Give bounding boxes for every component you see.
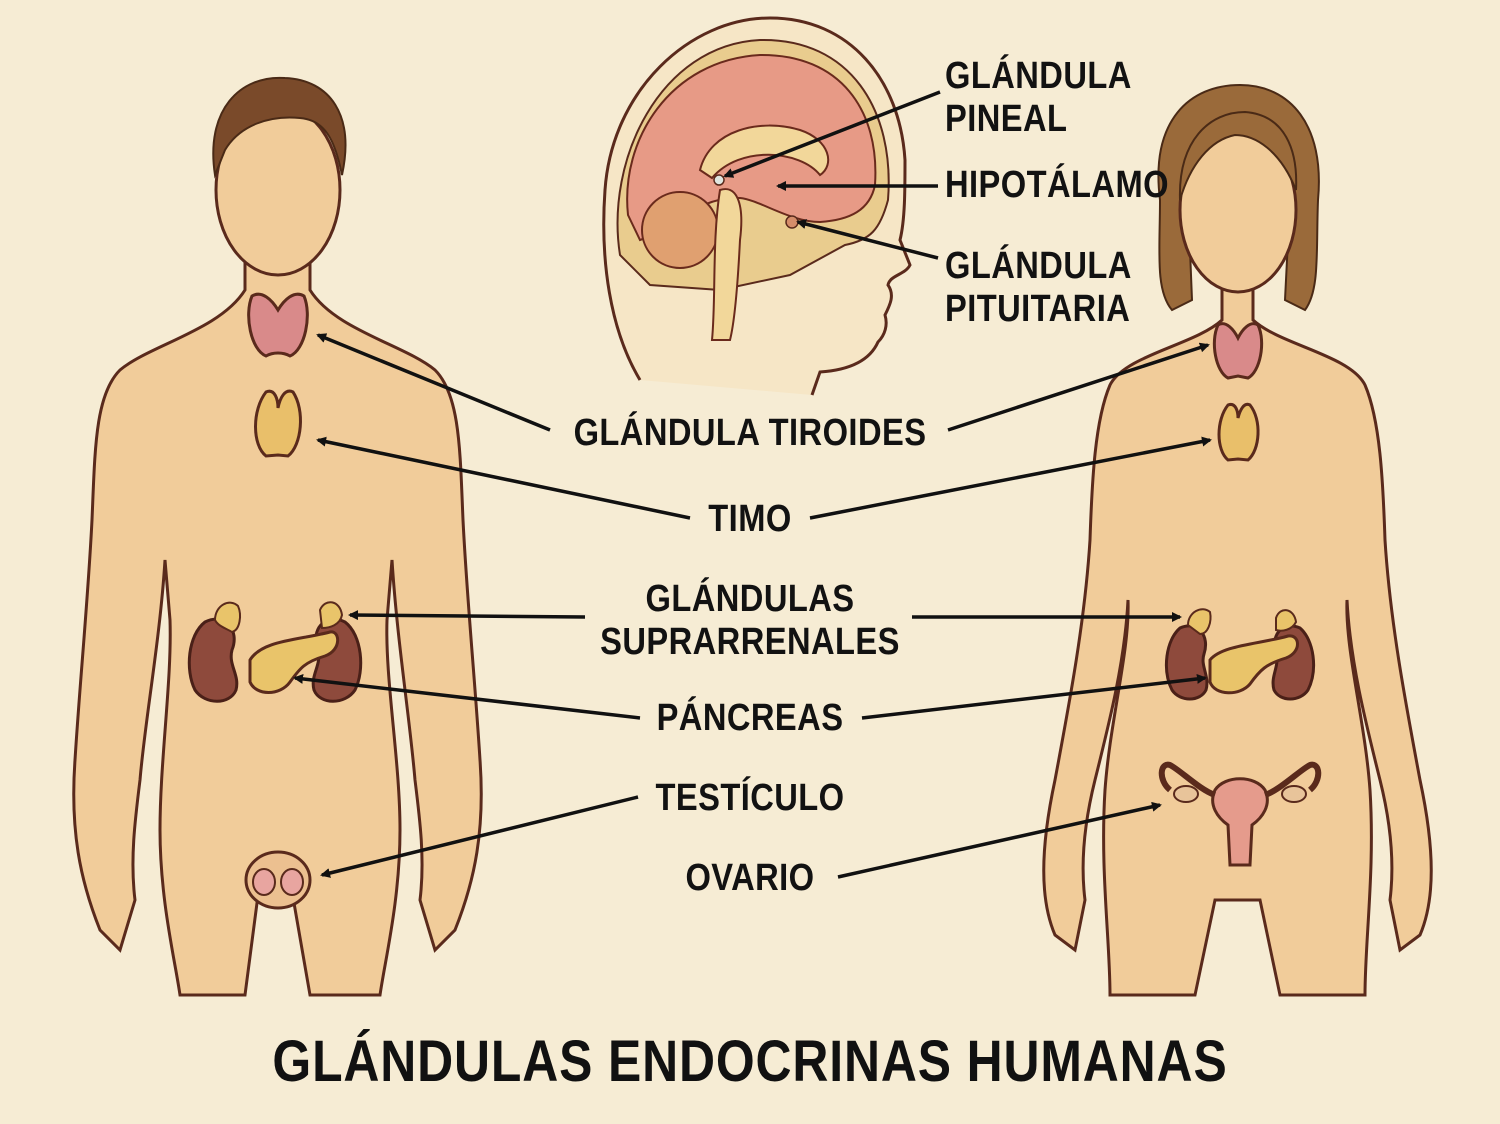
female-fallopian-right <box>1263 761 1322 798</box>
female-ovary-right <box>1281 785 1307 803</box>
female-figure <box>1042 83 1433 997</box>
label-pineal-line1: GLÁNDULA <box>945 55 1132 97</box>
arrow-testicle <box>320 795 639 878</box>
male-hair <box>212 76 347 179</box>
arrow-pancreas-male <box>293 673 641 720</box>
female-kidney-left <box>1165 624 1209 701</box>
label-pineal-line2: PINEAL <box>945 97 1068 140</box>
brain-section-figure <box>602 16 912 396</box>
arrow-pituitary <box>796 219 939 260</box>
label-hypothalamus-text: HIPOTÁLAMO <box>945 164 1169 206</box>
label-thyroid: GLÁNDULA TIROIDES <box>573 412 927 454</box>
label-pineal: GLÁNDULA PINEAL <box>945 55 1132 140</box>
male-adrenal-left <box>213 601 241 634</box>
arrow-thymus-female <box>809 436 1212 520</box>
female-thymus <box>1217 402 1260 462</box>
female-uterus <box>1211 777 1269 867</box>
arrow-thyroid-male <box>316 333 551 432</box>
brainstem <box>710 188 743 341</box>
label-ovary: OVARIO <box>685 857 815 899</box>
arrow-thyroid-female <box>947 342 1210 432</box>
label-pituitary-line2: PITUITARIA <box>945 287 1131 330</box>
pituitary-gland-dot <box>785 215 799 229</box>
male-figure <box>72 76 483 997</box>
male-adrenal-right <box>318 601 344 630</box>
label-adrenal: GLÁNDULAS SUPRARRENALES <box>492 578 1008 663</box>
label-thymus: TIMO <box>708 498 792 540</box>
corpus-callosum <box>698 124 830 180</box>
male-thymus <box>254 389 302 458</box>
label-adrenal-line2: SUPRARRENALES <box>600 620 900 663</box>
label-hypothalamus: HIPOTÁLAMO <box>945 164 1169 207</box>
label-adrenal-line1: GLÁNDULAS <box>645 578 855 620</box>
male-kidney-right <box>311 617 363 703</box>
cerebellum <box>641 191 719 269</box>
arrow-pancreas-female <box>861 673 1207 720</box>
arrow-ovary <box>837 801 1162 879</box>
female-adrenal-right <box>1275 609 1298 632</box>
label-pancreas: PÁNCREAS <box>656 697 844 739</box>
male-thyroid <box>247 292 309 358</box>
female-thyroid <box>1212 322 1264 380</box>
arrow-adrenal-male <box>348 610 586 621</box>
pineal-gland-dot <box>713 174 725 186</box>
label-pituitary-line1: GLÁNDULA <box>945 245 1132 287</box>
pointer-arrows <box>293 90 1212 879</box>
female-pancreas <box>1208 634 1299 695</box>
female-adrenal-left <box>1186 608 1212 636</box>
female-ovary-left <box>1173 785 1199 803</box>
female-body <box>1042 268 1433 997</box>
diagram-title: GLÁNDULAS ENDOCRINAS HUMANAS <box>272 1029 1228 1094</box>
male-pancreas <box>248 630 340 694</box>
female-fallopian-left <box>1158 761 1217 798</box>
arrow-pineal <box>723 90 941 178</box>
label-testicle: TESTÍCULO <box>655 777 845 819</box>
label-pituitary: GLÁNDULA PITUITARIA <box>945 245 1132 330</box>
arrow-thymus-male <box>316 436 691 520</box>
